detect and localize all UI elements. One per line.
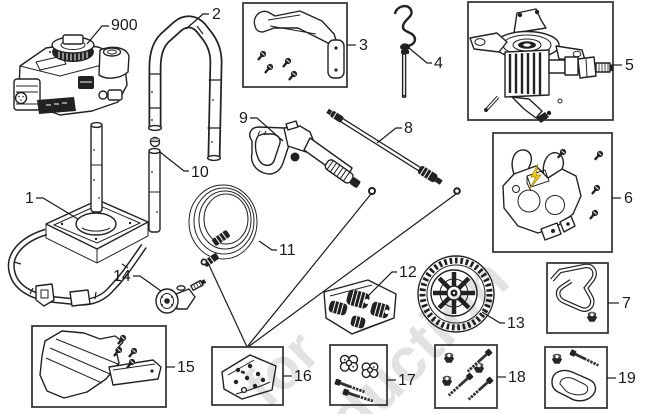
engine-illustration <box>13 34 130 116</box>
hook-bracket-kit <box>546 262 609 334</box>
o-ring <box>200 258 208 266</box>
callout-label-900: 900 <box>111 17 138 34</box>
callout-label-12: 12 <box>399 264 417 281</box>
pump-bracket-kit <box>492 132 613 253</box>
o-ring <box>453 187 461 195</box>
siphon-tube-illustration <box>393 4 417 98</box>
callout-label-13: 13 <box>507 315 525 332</box>
wheel-illustration <box>417 255 495 333</box>
callout-label-7: 7 <box>622 295 631 312</box>
callout-label-10: 10 <box>191 164 209 181</box>
handle-illustration <box>147 15 223 162</box>
hose-illustration <box>188 184 258 267</box>
cover-kit <box>31 325 167 408</box>
callout-label-16: 16 <box>294 368 312 385</box>
leader-lines <box>36 13 622 381</box>
callout-label-3: 3 <box>359 37 368 54</box>
callout-label-17: 17 <box>398 372 416 389</box>
callout-label-14: 14 <box>113 268 131 285</box>
nozzle-kit-illustration <box>323 279 397 335</box>
spray-wand-illustration <box>326 108 461 195</box>
base-frame-illustration <box>7 121 161 307</box>
callout-label-6: 6 <box>624 190 633 207</box>
callout-labels: 900 1 2 3 4 5 6 7 8 9 10 11 12 13 14 15 … <box>25 6 636 389</box>
post-cap-illustration <box>149 136 161 148</box>
pump-assembly-kit <box>467 1 614 123</box>
callout-label-15: 15 <box>177 359 195 376</box>
spray-gun-illustration <box>249 120 361 188</box>
callout-label-11: 11 <box>279 242 296 259</box>
callout-label-18: 18 <box>508 369 526 386</box>
callout-label-2: 2 <box>212 6 221 23</box>
callout-label-8: 8 <box>404 120 413 137</box>
o-ring <box>368 187 376 195</box>
o-ring-kit <box>208 193 457 406</box>
handle-bracket-kit <box>242 2 348 88</box>
callout-label-1: 1 <box>25 190 34 207</box>
callout-label-19: 19 <box>618 370 636 387</box>
callout-label-4: 4 <box>434 55 443 72</box>
callout-label-9: 9 <box>239 110 248 127</box>
coupler-kit <box>329 344 388 406</box>
bolt-nut-kit <box>434 344 498 409</box>
axle-bolt-kit <box>544 346 608 409</box>
caster-illustration <box>155 279 207 314</box>
highlight-mark <box>528 163 542 191</box>
callout-label-5: 5 <box>625 57 634 74</box>
